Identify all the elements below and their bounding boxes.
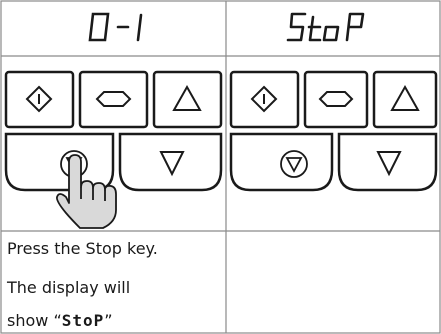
- stop-key[interactable]: [6, 134, 113, 190]
- left-panel: [6, 14, 221, 228]
- quote-open: show “: [7, 311, 62, 330]
- instruction-line-1: Press the Stop key.: [7, 241, 158, 257]
- display-code-text: StoP: [62, 311, 105, 330]
- display-stop: [288, 14, 363, 40]
- down-arrow-key[interactable]: [120, 134, 221, 190]
- quote-close: ”: [104, 311, 112, 330]
- instruction-line-2: The display will: [7, 280, 130, 296]
- right-panel: [231, 14, 436, 190]
- down-arrow-key-right[interactable]: [339, 134, 436, 190]
- up-arrow-key[interactable]: [154, 72, 221, 127]
- stop-oval-key[interactable]: [80, 72, 147, 127]
- up-arrow-key-right[interactable]: [374, 72, 436, 127]
- display-0-1: [90, 14, 141, 40]
- stop-oval-key-right[interactable]: [305, 72, 367, 127]
- instruction-line-3: show “StoP”: [7, 313, 113, 329]
